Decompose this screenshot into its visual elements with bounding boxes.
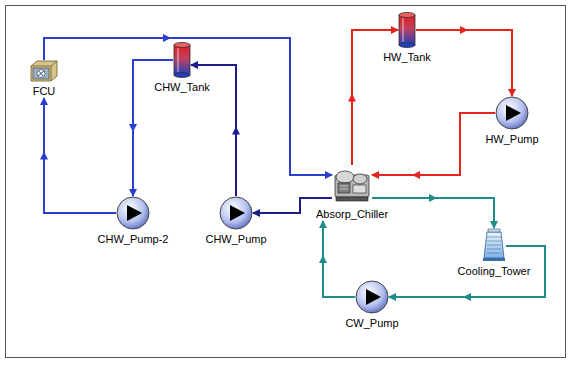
pump-icon [355, 280, 389, 314]
pump: CHW_Pump-2 [116, 196, 150, 230]
pipe-connector [352, 30, 398, 165]
flow-arrow [348, 94, 356, 102]
pump-icon [219, 196, 253, 230]
fcu-icon [30, 60, 58, 82]
flow-arrow [163, 34, 171, 42]
component-label: CHW_Tank [154, 81, 210, 94]
chiller-icon [332, 165, 372, 205]
tank-icon [398, 12, 416, 48]
pump: HW_Pump [495, 96, 529, 130]
pipe-connector [372, 113, 495, 175]
flow-arrow [412, 171, 420, 179]
component-label: HW_Pump [485, 133, 538, 146]
pipe-connector [44, 38, 332, 175]
pipe-connector [389, 246, 545, 297]
pipe-connector [133, 60, 173, 196]
pump: CW_Pump [355, 280, 389, 314]
fcu-unit: FCU [30, 60, 58, 82]
component-label: HW_Tank [383, 51, 431, 64]
storage-tank: HW_Tank [398, 12, 416, 48]
pump-icon [116, 196, 150, 230]
flow-arrow [463, 293, 471, 301]
tank-icon [173, 42, 191, 78]
pipe-connector [372, 198, 494, 228]
pump: CHW_Pump [219, 196, 253, 230]
pipe-connector [44, 98, 116, 213]
flow-arrow [129, 124, 137, 132]
flow-arrow [232, 127, 240, 135]
component-label: FCU [33, 85, 56, 98]
storage-tank: CHW_Tank [173, 42, 191, 78]
component-label: CW_Pump [345, 317, 398, 330]
component-label: Absorp_Chiller [316, 208, 388, 221]
flow-arrow [40, 152, 48, 160]
flow-arrow [460, 26, 468, 34]
component-label: Cooling_Tower [458, 265, 531, 278]
component-label: CHW_Pump [205, 233, 266, 246]
component-label: CHW_Pump-2 [98, 233, 169, 246]
absorption-chiller: Absorp_Chiller [332, 165, 372, 205]
pipe-connector [323, 221, 355, 297]
flow-arrow [319, 255, 327, 263]
pump-icon [495, 96, 529, 130]
flow-arrow [429, 194, 437, 202]
tower-icon [482, 228, 506, 262]
cooling-tower: Cooling_Tower [482, 228, 506, 262]
